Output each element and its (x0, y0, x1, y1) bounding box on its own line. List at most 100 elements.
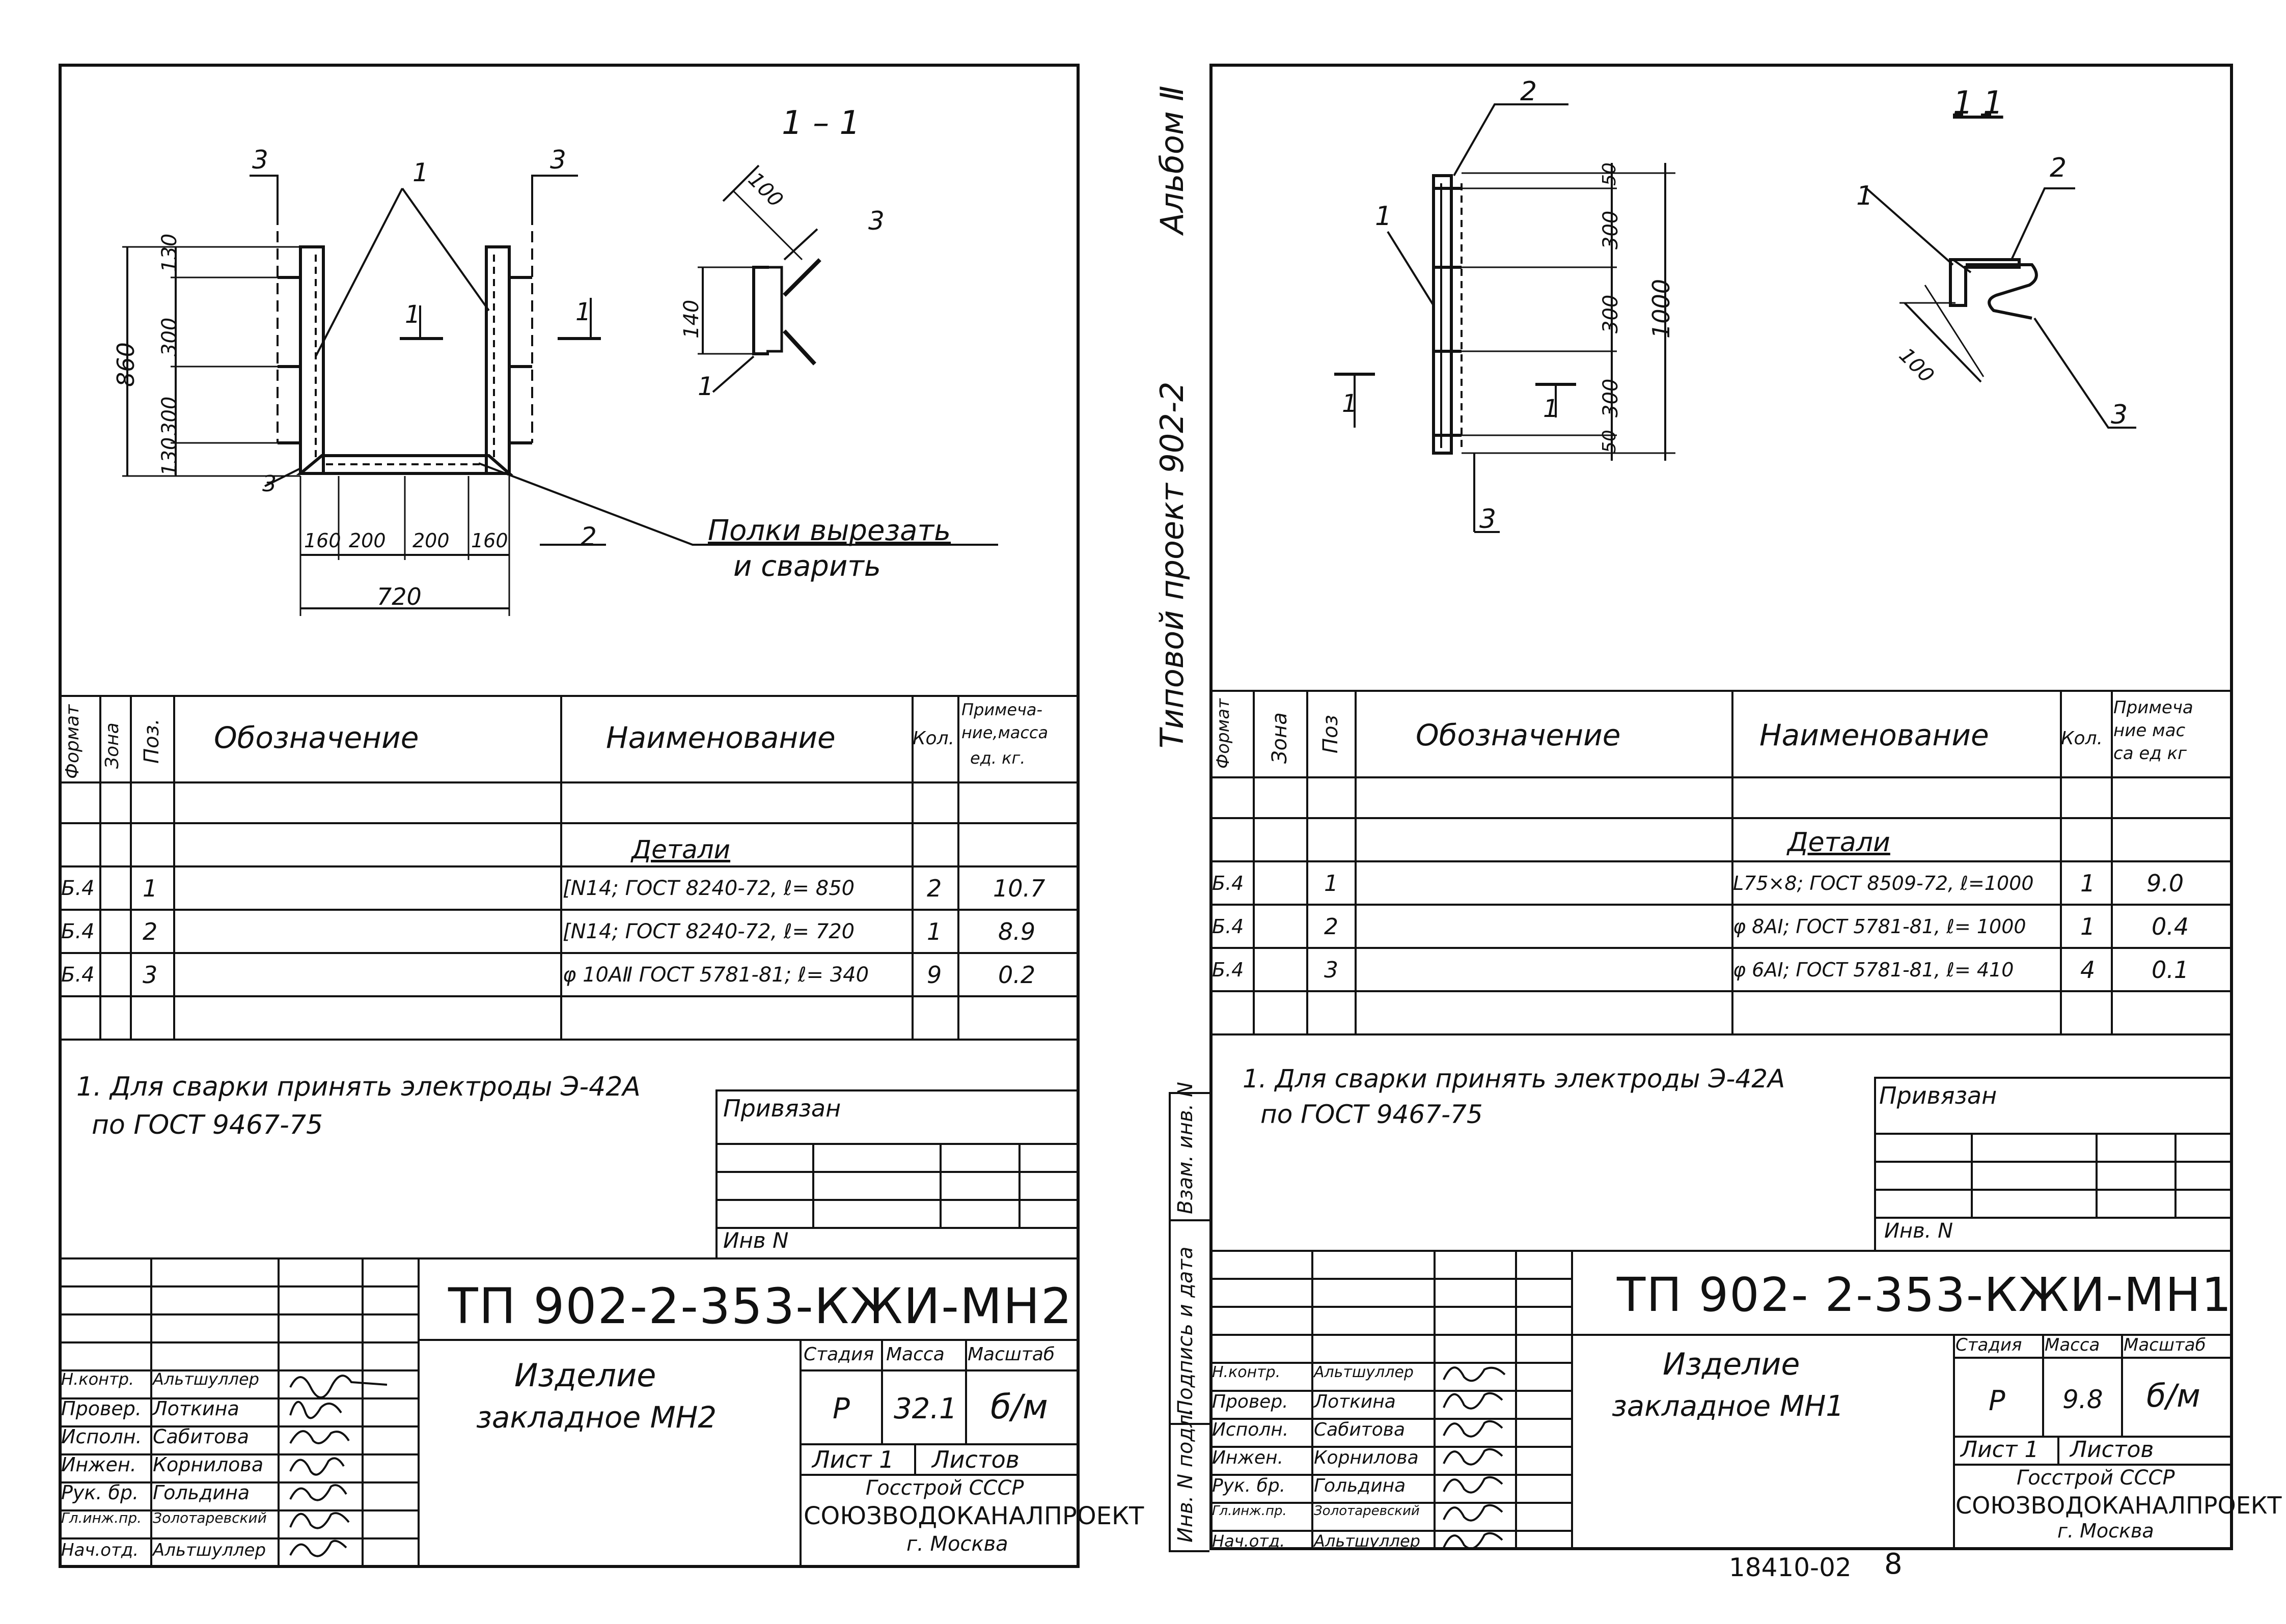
right-callout-3: 3 (1479, 504, 1497, 535)
left-hdr-stage: Стадия (804, 1344, 874, 1365)
left-dim-w2: 200 (349, 529, 386, 552)
right-stamp-inv-orig: Инв. N подл. (1174, 1408, 1197, 1543)
right-bound-label: Привязан (1879, 1082, 1997, 1109)
right-org-1: Госстрой СССР (2017, 1466, 2175, 1490)
right-signer-name-6: Золотаревский (1314, 1503, 1420, 1519)
left-row2-name: [N14; ГОСТ 8240-72, ℓ= 720 (563, 920, 855, 943)
left-row1-mass: 10.7 (993, 875, 1045, 902)
right-stage-value: Р (1989, 1385, 2005, 1417)
left-scale-value: б/м (990, 1387, 1048, 1426)
right-sheets-label: Листов (2070, 1437, 2154, 1463)
right-hdr-mass: Масса (2045, 1335, 2100, 1355)
left-sec-callout-1: 1 (698, 372, 714, 401)
left-row1-qty: 2 (927, 875, 942, 902)
right-row2-qty: 1 (2080, 913, 2096, 940)
left-signer-name-2: Лоткина (153, 1397, 239, 1420)
right-note-line-1: 1. Для сварки принять электроды Э-42А (1243, 1064, 1785, 1094)
right-callout-2: 2 (1520, 76, 1537, 107)
left-hdr-scale: Масштаб (968, 1344, 1055, 1365)
left-signer-role-5: Рук. бр. (61, 1481, 139, 1504)
left-dim-w3: 200 (412, 529, 450, 552)
right-stamp-replace-inv: Взам. инв. N (1174, 1082, 1197, 1214)
right-hdr-qty: Кол. (2061, 728, 2103, 749)
right-dim-h4: 300 (1599, 378, 1622, 417)
right-spec-section-title: Детали (1787, 827, 1890, 858)
left-hdr-qty: Кол. (913, 728, 955, 749)
left-hdr-mass: Масса (886, 1344, 945, 1365)
right-row1-pos: 1 (1324, 870, 1338, 897)
right-doc-code: ТП 902- 2-353-КЖИ-МН1 (1617, 1268, 2233, 1322)
right-signer-role-6: Гл.инж.пр. (1212, 1503, 1287, 1519)
left-section-mark-2: 1 (575, 298, 591, 326)
left-signer-name-7: Альтшуллер (153, 1540, 266, 1560)
left-note-cut-1: Полки вырезать (708, 514, 951, 547)
left-callout-3b: 3 (550, 145, 566, 175)
left-title-line-1: Изделие (514, 1357, 656, 1394)
right-signer-role-5: Рук. бр. (1212, 1475, 1286, 1496)
right-signer-role-4: Инжен. (1212, 1447, 1284, 1468)
right-section-mark-2: 1 (1543, 395, 1559, 423)
left-row1-format: Б.4 (61, 877, 95, 900)
right-inv-label: Инв. N (1884, 1219, 1953, 1243)
right-frame (1209, 64, 2233, 1550)
left-signer-name-4: Корнилова (153, 1453, 264, 1476)
left-section-label: 1 – 1 (782, 104, 861, 142)
left-inv-label: Инв N (723, 1228, 789, 1253)
left-dim-720: 720 (377, 583, 422, 610)
left-row1-pos: 1 (143, 875, 158, 902)
right-dim-1000: 1000 (1647, 278, 1675, 339)
left-row3-name: φ 10АⅡ ГОСТ 5781-81; ℓ= 340 (563, 963, 869, 987)
right-hdr-stage: Стадия (1956, 1335, 2022, 1355)
right-row2-pos: 2 (1324, 913, 1338, 940)
right-hdr-name: Наименование (1759, 718, 1989, 752)
left-signer-role-2: Провер. (61, 1397, 142, 1420)
right-sec-callout-1: 1 (1856, 181, 1874, 211)
left-sec-callout-3: 3 (868, 206, 885, 236)
left-dim-w4: 160 (471, 529, 508, 552)
left-doc-code: ТП 902-2-353-КЖИ-МН2 (448, 1278, 1073, 1335)
right-title-line-2: закладное МН1 (1612, 1390, 1844, 1423)
left-hdr-note-3: ед. кг. (970, 748, 1026, 768)
left-signer-name-3: Сабитова (153, 1425, 250, 1448)
right-mass-value: 9.8 (2062, 1385, 2103, 1414)
left-note-cut-2: и сварить (733, 550, 881, 583)
right-signer-name-5: Гольдина (1314, 1475, 1406, 1496)
left-row2-qty: 1 (927, 918, 942, 945)
right-signer-role-1: Н.контр. (1212, 1363, 1281, 1381)
left-bound-label: Привязан (723, 1095, 841, 1122)
left-callout-3c: 3 (262, 471, 277, 497)
right-note-line-2: по ГОСТ 9467-75 (1260, 1100, 1483, 1129)
left-signer-role-6: Гл.инж.пр. (61, 1509, 142, 1526)
right-signer-name-3: Сабитова (1314, 1419, 1406, 1440)
left-signer-name-5: Гольдина (153, 1481, 250, 1504)
left-section-mark-1: 1 (405, 300, 421, 329)
left-signer-role-1: Н.контр. (61, 1369, 134, 1389)
left-signer-role-4: Инжен. (61, 1453, 136, 1476)
right-drawing (1334, 103, 2136, 533)
footer-archive-no: 18410-02 (1729, 1553, 1852, 1582)
footer-page-no: 8 (1884, 1548, 1903, 1581)
left-org-1: Госстрой СССР (866, 1476, 1024, 1500)
right-row1-mass: 9.0 (2146, 870, 2184, 897)
right-signer-name-7: Альтшуллер (1314, 1531, 1420, 1551)
right-row2-name: φ 8АI; ГОСТ 5781-81, ℓ= 1000 (1733, 915, 2026, 938)
left-mass-value: 32.1 (894, 1392, 957, 1425)
right-hdr-note-3: са ед кг (2113, 743, 2187, 764)
left-spec-section-title: Детали (631, 835, 731, 864)
left-note-line-1: 1. Для сварки принять электроды Э-42А (76, 1072, 641, 1102)
right-hdr-note-1: Примеча (2113, 697, 2193, 718)
left-dim-w1: 160 (304, 529, 341, 552)
right-signatures (1443, 1366, 1506, 1550)
left-hdr-note-1: Примеча- (961, 700, 1043, 719)
left-row2-mass: 8.9 (998, 918, 1036, 945)
left-row3-format: Б.4 (61, 963, 95, 987)
right-dim-h1: 50 (1599, 162, 1620, 186)
right-row1-qty: 1 (2080, 870, 2096, 897)
left-stage-value: Р (833, 1392, 850, 1425)
left-row1-name: [N14; ГОСТ 8240-72, ℓ= 850 (563, 877, 855, 900)
right-signer-role-2: Провер. (1212, 1391, 1288, 1412)
left-signer-name-1: Альтшуллер (153, 1369, 259, 1389)
left-frame (59, 64, 1080, 1568)
right-row3-qty: 4 (2080, 956, 2096, 984)
right-hdr-note-2: ние мас (2113, 720, 2186, 741)
